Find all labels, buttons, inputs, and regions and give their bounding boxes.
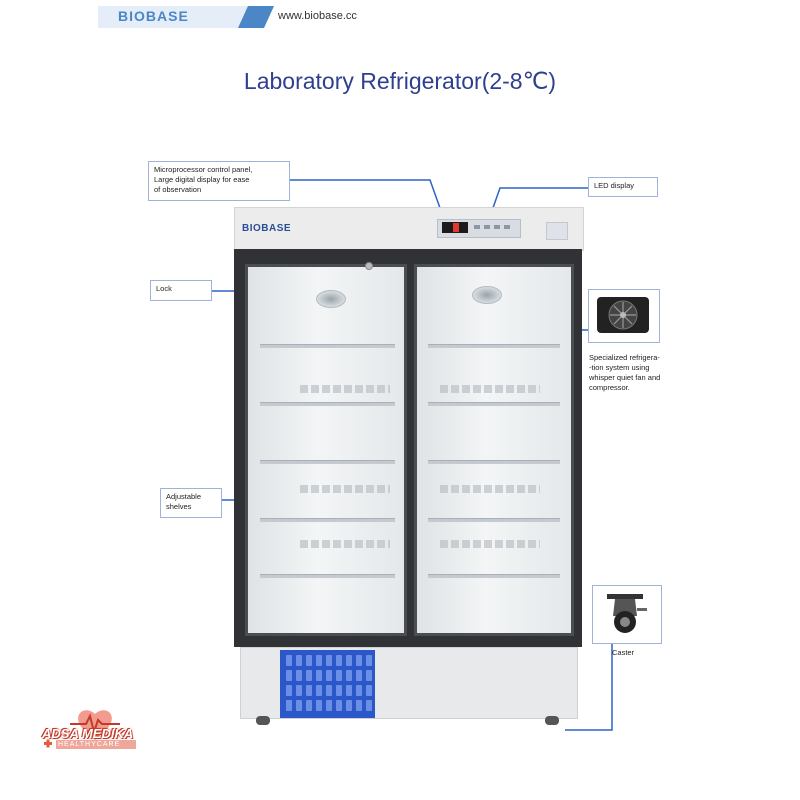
callout-refrigeration: Specialized refrigera- -tion system usin… [589, 353, 679, 393]
vent-slot [316, 700, 322, 711]
callout-control-panel-line-3: of observation [154, 185, 202, 194]
vent-slot [296, 670, 302, 681]
shelf-contents [440, 540, 540, 548]
vent-slot [316, 685, 322, 696]
shelf [428, 574, 560, 578]
shelf-contents [300, 540, 390, 548]
callout-lock-text: Lock [156, 284, 172, 293]
callout-control-panel-line-2: Large digital display for ease [154, 175, 250, 184]
shelf [428, 344, 560, 348]
callout-control-panel-line-1: Microprocessor control panel, [154, 165, 253, 174]
caster-inset [592, 585, 662, 644]
vent-slot [366, 655, 372, 666]
callout-shelves-line-2: shelves [166, 502, 192, 511]
shelf-contents [300, 485, 390, 493]
vent-slot [306, 685, 312, 696]
vent-slot [286, 655, 292, 666]
vent-slot [286, 685, 292, 696]
shelf-contents [300, 385, 390, 393]
logo-tagline: HEALTHYCARE [58, 741, 121, 748]
shelf [260, 574, 395, 578]
callout-lock: Lock [150, 280, 212, 301]
callout-led-display: LED display [588, 177, 658, 197]
fridge-brand-label: BIOBASE [242, 223, 292, 234]
callout-caster: Caster [612, 648, 635, 657]
vent-slot [326, 685, 332, 696]
fridge-top-panel [234, 207, 584, 251]
vent-slot [356, 685, 362, 696]
vent-slot [306, 670, 312, 681]
adsa-medika-logo [44, 710, 136, 749]
vent-slot [326, 655, 332, 666]
caster-icon [607, 594, 647, 633]
caster-wheel [545, 716, 559, 725]
callout-refrigeration-line-1: Specialized refrigera- [589, 353, 660, 362]
brand-logo-text: BIOBASE [118, 8, 189, 24]
vent-slot [356, 670, 362, 681]
right-fan [472, 286, 502, 304]
callout-refrigeration-line-4: compressor. [589, 383, 630, 392]
logo-name: ADSA MEDIKA [42, 726, 134, 741]
vent-slot [336, 685, 342, 696]
vent-slot [286, 670, 292, 681]
vent-slot [326, 670, 332, 681]
vent-slot [346, 685, 352, 696]
vent-slot [296, 655, 302, 666]
brand-banner [98, 6, 274, 28]
vent-slot [356, 655, 362, 666]
vent-slot [346, 700, 352, 711]
door-lock[interactable] [365, 262, 373, 270]
vent-slot [316, 670, 322, 681]
vent-slot [336, 700, 342, 711]
callout-refrigeration-line-3: whisper quiet fan and [589, 373, 661, 382]
right-glass-door[interactable] [414, 264, 574, 636]
display-digit [453, 223, 459, 232]
vent-slot [306, 700, 312, 711]
vent-slot [296, 700, 302, 711]
vent-slot [336, 670, 342, 681]
vent-slot [346, 670, 352, 681]
page-title: Laboratory Refrigerator(2-8℃) [243, 68, 557, 94]
shelf [260, 344, 395, 348]
caster-wheel [256, 716, 270, 725]
shelf-contents [440, 385, 540, 393]
panel-buttons[interactable] [474, 225, 514, 230]
callout-shelves: Adjustable shelves [160, 488, 222, 518]
shelf [260, 402, 395, 406]
left-glass-door[interactable] [245, 264, 407, 636]
vent-slot [286, 700, 292, 711]
vent-slot [366, 700, 372, 711]
shelf [428, 460, 560, 464]
shelf [428, 402, 560, 406]
shelf-contents [440, 485, 540, 493]
left-fan [316, 290, 346, 308]
fan-icon [597, 297, 649, 333]
vent-slot [296, 685, 302, 696]
vent-slot [306, 655, 312, 666]
callout-control-panel: Microprocessor control panel, Large digi… [148, 161, 290, 201]
vent-slot [326, 700, 332, 711]
vent-slot [366, 670, 372, 681]
website-url[interactable]: www.biobase.cc [278, 10, 357, 22]
callout-refrigeration-line-2: -tion system using [589, 363, 650, 372]
vent-slot [336, 655, 342, 666]
side-indicator-window [546, 222, 568, 240]
shelf [260, 518, 395, 522]
vent-slot [356, 700, 362, 711]
vent-slot [366, 685, 372, 696]
vent-slot [316, 655, 322, 666]
shelf [260, 460, 395, 464]
vent-slot [346, 655, 352, 666]
callout-led-display-text: LED display [594, 181, 635, 190]
shelf [428, 518, 560, 522]
callout-shelves-line-1: Adjustable [166, 492, 202, 501]
